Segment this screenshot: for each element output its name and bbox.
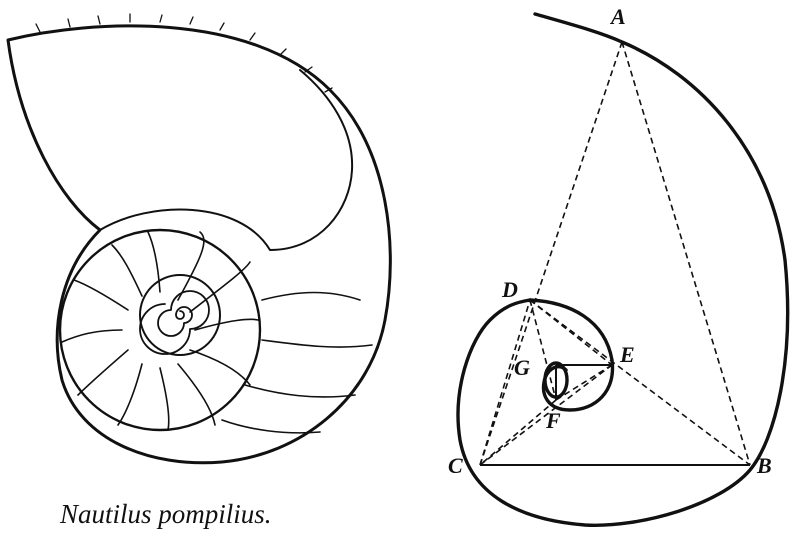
shell-rim-marks	[35, 13, 333, 93]
line-C-D	[479, 299, 531, 466]
point-label-B: B	[756, 453, 772, 478]
line-D-F	[529, 299, 557, 401]
point-label-E: E	[619, 342, 635, 367]
point-label-A: A	[609, 4, 626, 29]
shell-whorl	[58, 228, 262, 432]
line-A-B	[621, 41, 751, 466]
line-C-E	[479, 364, 613, 466]
shell-aperture-line	[99, 69, 354, 251]
innermost-spiral-loop	[543, 361, 569, 399]
outer-spiral-curve	[456, 12, 790, 527]
point-label-F: F	[545, 408, 561, 433]
nautilus-shell-illustration	[6, 13, 392, 465]
point-label-D: D	[501, 277, 518, 302]
shell-septa	[61, 231, 373, 434]
line-D-E	[529, 299, 613, 366]
point-label-G: G	[514, 355, 530, 380]
line-F-C	[479, 399, 557, 466]
shell-central-spiral	[139, 290, 210, 355]
line-A-C	[479, 41, 623, 466]
line-D-B	[529, 299, 751, 466]
line-E-F	[555, 364, 613, 401]
spiral-construction-diagram: A B C D E F G	[448, 4, 790, 527]
point-label-C: C	[448, 453, 463, 478]
figure-caption: Nautilus pompilius.	[59, 499, 272, 529]
inner-spiral-curve	[528, 298, 615, 412]
shell-umbilicus-ring	[139, 274, 221, 356]
